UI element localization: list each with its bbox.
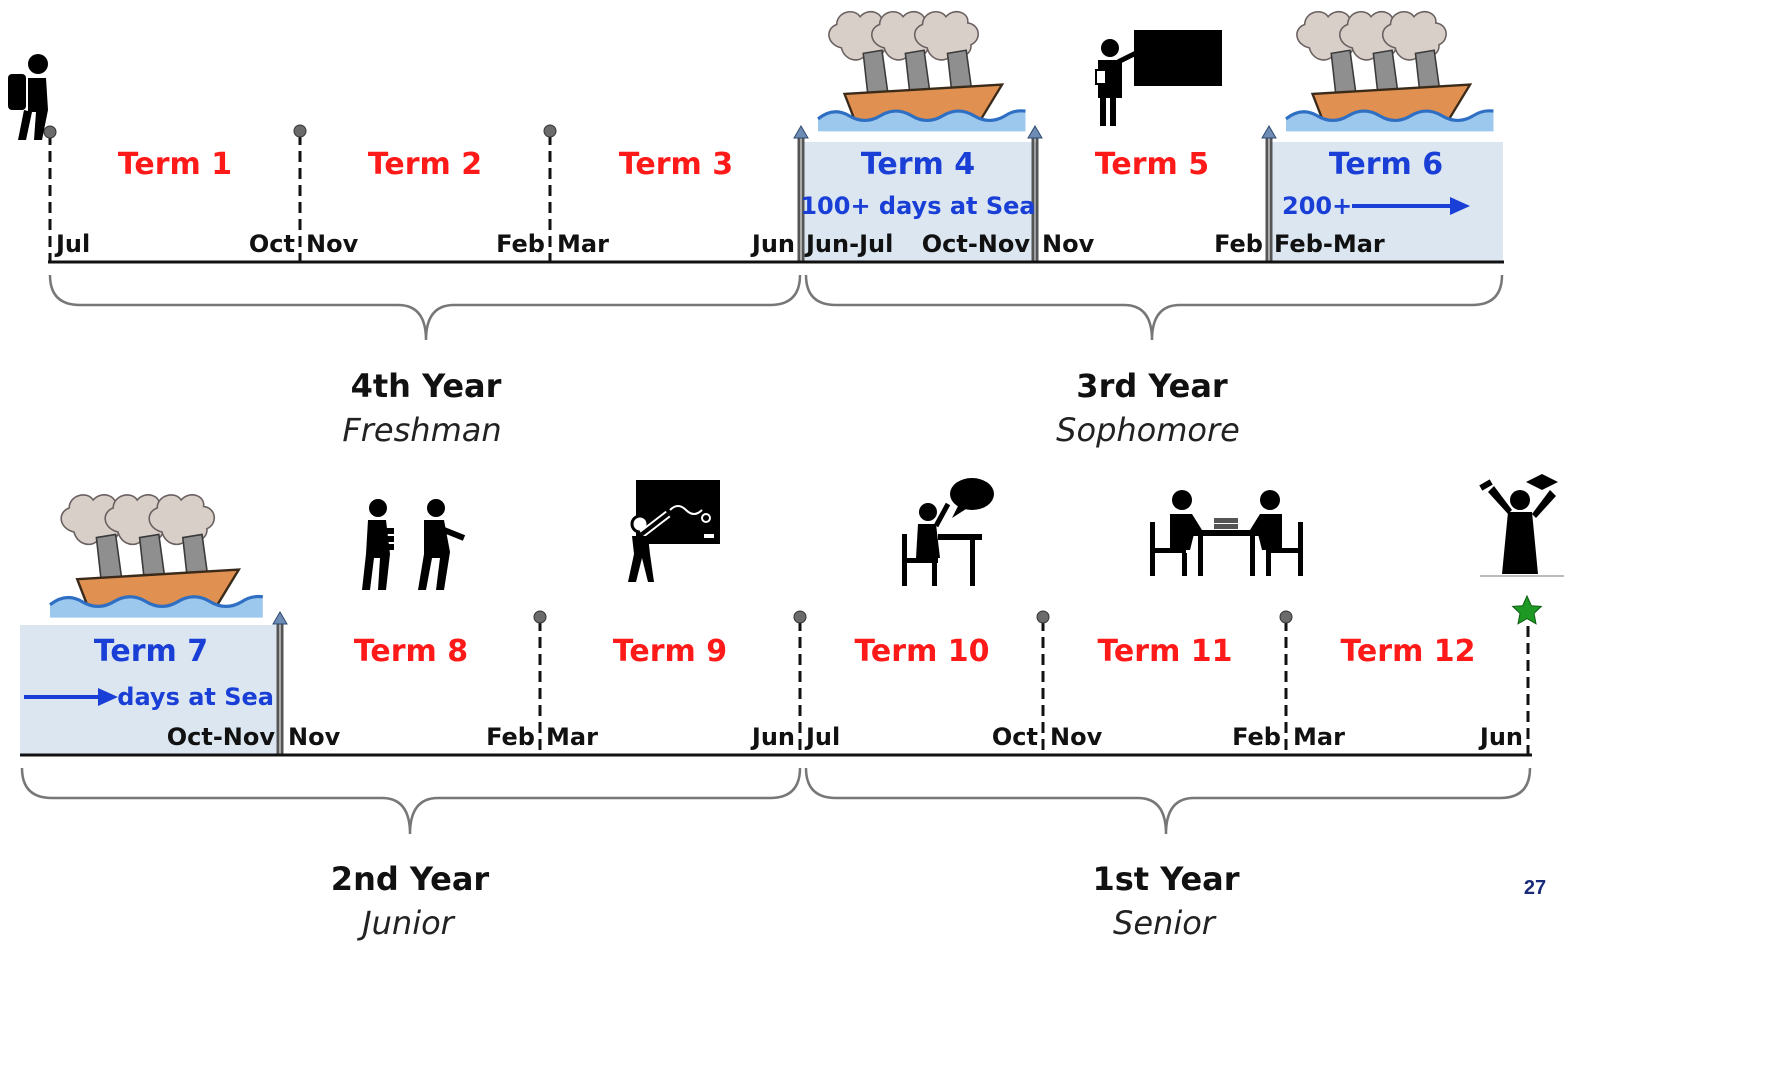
marker-dot: [1279, 610, 1293, 624]
student-asking-question-icon: [902, 478, 994, 586]
sea-period-term4: [803, 142, 1036, 262]
people-carrying-books-icon: [362, 499, 466, 590]
term-label: Term 1: [118, 147, 232, 182]
year-brace: [804, 767, 1532, 835]
timeline-row-1: Term 1 Term 2 Term 3 Term 4 Term 5 Term …: [8, 10, 1504, 449]
month-label: Mar: [557, 230, 609, 258]
sea-period-term6: [1271, 142, 1503, 262]
month-label: Oct: [992, 723, 1038, 751]
month-label: Oct-Nov: [167, 723, 276, 751]
students-studying-at-table-icon: [1150, 490, 1303, 576]
term-label: Term 12: [1340, 634, 1475, 669]
marker-dot: [793, 610, 807, 624]
month-label: Feb: [486, 723, 535, 751]
term-label: Term 3: [619, 147, 733, 182]
term-label: Term 7: [94, 634, 208, 669]
year-brace: [804, 274, 1504, 341]
star-icon: [1511, 594, 1543, 625]
year-label: 2nd Year: [331, 860, 490, 898]
month-label: Jun: [750, 723, 795, 751]
month-label: Feb: [496, 230, 545, 258]
marker-arrow: [793, 125, 809, 139]
continue-arrow-icon: [24, 688, 118, 706]
month-label: Jun: [1478, 723, 1523, 751]
marker-arrow: [1027, 125, 1043, 139]
timeline-row-2: Term 7 Term 8 Term 9 Term 10 Term 11 Ter…: [20, 474, 1564, 942]
month-label: Mar: [546, 723, 598, 751]
page-number: 27: [1524, 877, 1546, 899]
marker-arrow: [1261, 125, 1277, 139]
marker-dot: [43, 125, 57, 139]
month-label: Oct: [249, 230, 295, 258]
marker-dot: [1036, 610, 1050, 624]
steamship-icon: [48, 493, 265, 620]
month-label: Jul: [54, 230, 90, 258]
sea-days-note: days at Sea: [117, 683, 274, 711]
month-label: Nov: [1042, 230, 1095, 258]
year-label: 1st Year: [1092, 860, 1239, 898]
class-standing-label: Freshman: [342, 411, 501, 449]
steamship-icon: [1284, 10, 1496, 133]
class-standing-label: Senior: [1113, 904, 1217, 942]
month-label: Nov: [288, 723, 341, 751]
sea-period-term7: [20, 625, 278, 755]
month-label: Feb: [1214, 230, 1263, 258]
month-label: Feb-Mar: [1274, 230, 1385, 258]
year-label: 3rd Year: [1076, 367, 1228, 405]
month-label: Feb: [1232, 723, 1281, 751]
marker-dot: [533, 610, 547, 624]
month-label: Nov: [306, 230, 359, 258]
term-label: Term 5: [1095, 147, 1209, 182]
month-label: Jul: [804, 723, 840, 751]
month-label: Jun: [750, 230, 795, 258]
class-standing-label: Junior: [356, 904, 455, 942]
graduate-icon: [1479, 474, 1564, 577]
term-label: Term 9: [613, 634, 727, 669]
teacher-writing-on-board-icon: [628, 480, 720, 582]
marker-dot: [543, 124, 557, 138]
year-label: 4th Year: [351, 367, 502, 405]
class-standing-label: Sophomore: [1056, 411, 1240, 449]
year-brace: [20, 767, 802, 835]
term-label: Term 8: [354, 634, 468, 669]
sea-days-note: 100+ days at Sea: [800, 192, 1035, 220]
term-label: Term 11: [1097, 634, 1232, 669]
term-label: Term 2: [368, 147, 482, 182]
month-label: Nov: [1050, 723, 1103, 751]
sea-days-note: 200+: [1282, 192, 1352, 220]
continue-arrow-icon: [1352, 197, 1470, 215]
marker-arrow: [272, 611, 288, 625]
month-label: Oct-Nov: [922, 230, 1031, 258]
term-label: Term 6: [1329, 147, 1443, 182]
marker-dot: [293, 124, 307, 138]
hiker-with-backpack-icon: [8, 54, 48, 140]
teacher-at-board-icon: [1095, 30, 1222, 126]
month-label: Jun-Jul: [804, 230, 893, 258]
term-label: Term 10: [854, 634, 989, 669]
month-label: Mar: [1293, 723, 1345, 751]
year-brace: [48, 274, 802, 341]
term-label: Term 4: [861, 147, 975, 182]
steamship-icon: [816, 10, 1028, 133]
